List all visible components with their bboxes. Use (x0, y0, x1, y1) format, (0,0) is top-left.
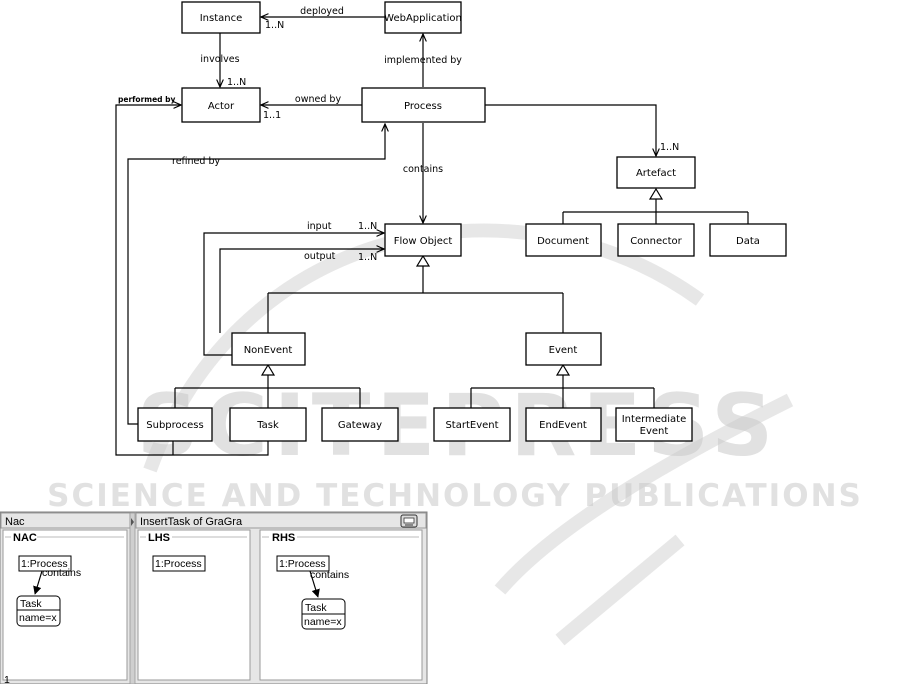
label-implemented-by: implemented by (384, 55, 462, 66)
label-involves: involves (200, 54, 239, 65)
mult-output: 1..N (358, 252, 377, 263)
node-artefact: Artefact (616, 156, 696, 189)
nac-contains-label: contains (42, 567, 81, 579)
node-endevent: EndEvent (525, 407, 602, 442)
node-label: Actor (208, 101, 235, 112)
node-label: EndEvent (539, 420, 587, 431)
rhs-contains-label: contains (310, 569, 349, 581)
footer-text: 1 (4, 674, 10, 684)
nac-title: Nac (5, 516, 25, 528)
node-task: Task (229, 407, 307, 442)
node-label: Subprocess (146, 420, 203, 431)
node-label-line1: Intermediate (622, 414, 687, 425)
node-label: Instance (200, 13, 243, 24)
node-label: Process (404, 101, 442, 112)
watermark-subtitle: SCIENCE AND TECHNOLOGY PUBLICATIONS (47, 478, 863, 514)
lhs-panel-label: LHS (148, 532, 170, 544)
edge-labels: deployed 1..N involves 1..N implemented … (118, 6, 679, 263)
nac-task-node[interactable] (16, 595, 61, 627)
mult-owned-by: 1..1 (263, 110, 281, 121)
splitter-arrow-icon (131, 518, 134, 526)
rule-title: InsertTask of GraGra (140, 516, 243, 528)
label-performed-by: performed by (118, 95, 176, 104)
nac-process-label: 1:Process (21, 558, 68, 570)
node-actor: Actor (181, 87, 261, 123)
generalization-triangle (415, 254, 431, 267)
node-label: NonEvent (244, 345, 293, 356)
lhs-process-label: 1:Process (155, 558, 202, 570)
rhs-panel-label: RHS (272, 532, 295, 544)
nac-process-node[interactable] (18, 555, 72, 572)
node-connector: Connector (617, 223, 695, 257)
label-owned-by: owned by (295, 94, 342, 105)
node-label-line2: Event (640, 426, 669, 437)
node-startevent: StartEvent (433, 407, 511, 442)
node-gateway: Gateway (321, 407, 399, 442)
nac-task-label: Task (20, 598, 42, 610)
node-label: Data (736, 236, 760, 247)
node-data: Data (709, 223, 787, 257)
rule-title-bar (135, 512, 427, 529)
lhs-process-node[interactable] (152, 555, 206, 572)
label-output: output (304, 251, 336, 262)
splitter[interactable] (129, 512, 136, 684)
mult-involves: 1..N (227, 77, 246, 88)
rhs-process-label: 1:Process (279, 558, 326, 570)
node-webapplication: WebApplication (384, 1, 462, 34)
label-contains: contains (403, 164, 443, 175)
lhs-panel[interactable] (137, 529, 251, 681)
mult-deployed: 1..N (265, 20, 284, 31)
node-label: Task (256, 420, 279, 431)
node-label: Connector (630, 236, 682, 247)
mult-artefact: 1..N (660, 142, 679, 153)
generalization-triangle (648, 187, 664, 200)
node-intermediate-event: Intermediate Event (615, 407, 693, 442)
node-flow-object: Flow Object (384, 223, 462, 257)
rhs-process-node[interactable] (276, 555, 330, 572)
node-nonevent: NonEvent (231, 332, 306, 366)
generalization-triangle (260, 363, 276, 376)
rhs-task-attr: name=x (304, 616, 342, 628)
node-subprocess: Subprocess (137, 407, 213, 442)
node-instance: Instance (181, 1, 261, 34)
edges (115, 17, 749, 456)
node-label: Gateway (338, 420, 382, 431)
node-process: Process (361, 87, 486, 123)
label-input: input (307, 221, 332, 232)
node-label: Artefact (636, 168, 676, 179)
node-label: StartEvent (445, 420, 498, 431)
generalization-triangle (555, 363, 571, 376)
mult-input: 1..N (358, 221, 377, 232)
node-event: Event (525, 332, 602, 366)
node-label: Document (537, 236, 589, 247)
rhs-task-label: Task (305, 602, 327, 614)
rule-editor-window: Nac InsertTask of GraGra NAC LHS RHS 1:P… (0, 511, 428, 684)
print-icon[interactable] (400, 514, 418, 528)
node-label: WebApplication (384, 13, 462, 24)
node-label: Event (549, 345, 578, 356)
nac-panel-label: NAC (13, 532, 37, 544)
label-deployed: deployed (300, 6, 344, 17)
nac-task-attr: name=x (19, 612, 57, 624)
node-label: Flow Object (394, 236, 453, 247)
label-refined-by: refined by (172, 156, 220, 167)
node-document: Document (525, 223, 602, 257)
